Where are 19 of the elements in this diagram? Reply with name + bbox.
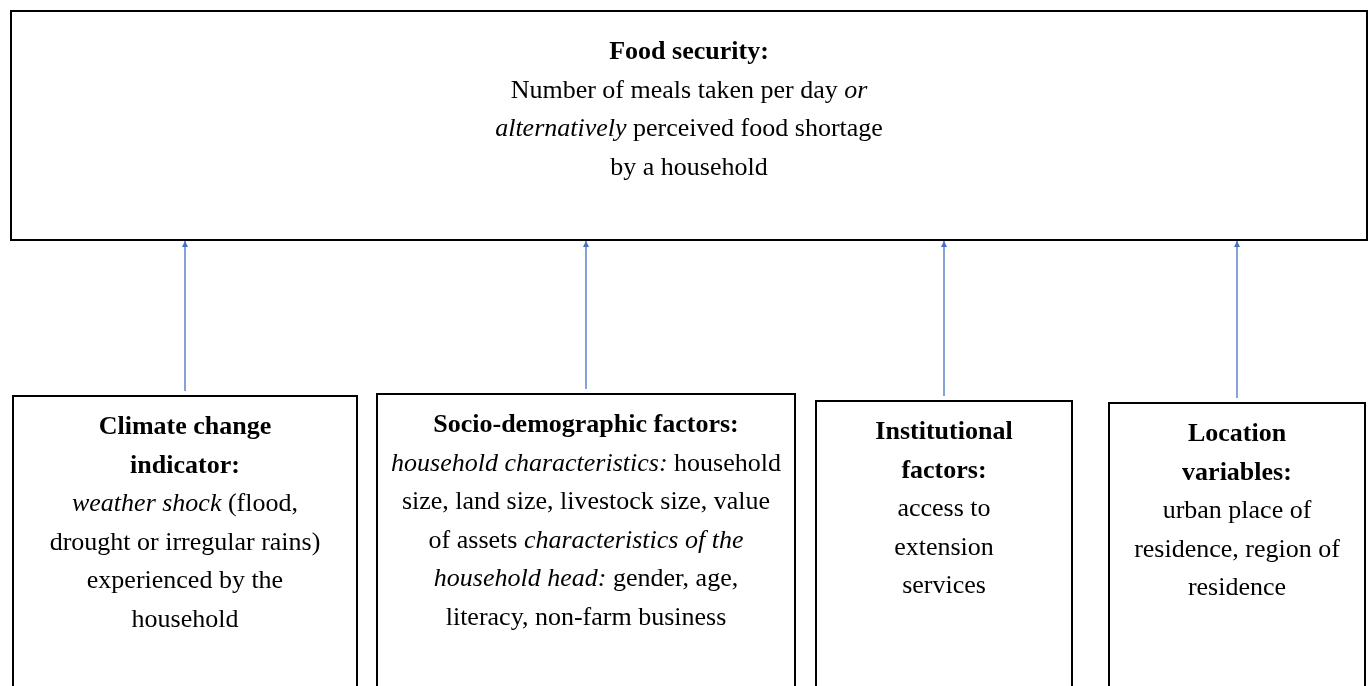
heading: Climate change indicator: xyxy=(97,410,273,481)
text-box xyxy=(815,400,1073,686)
heading: Location variables: xyxy=(1181,417,1293,488)
heading: Institutional factors: xyxy=(874,415,1014,486)
arrow xyxy=(583,240,589,390)
text-box xyxy=(10,10,1368,241)
description: access to extension services xyxy=(893,492,995,601)
text-box xyxy=(12,395,358,686)
heading: Food security: xyxy=(608,35,770,67)
text-box xyxy=(1108,402,1366,686)
arrow xyxy=(941,240,947,397)
arrow xyxy=(1234,240,1240,399)
description: household characteristics: household size, land size, livestock size, value of assets characteristics of the household head: gender, age, literacy, non-farm business xyxy=(391,446,781,633)
description: Number of meals taken per day or alternatively perceived food shortage by a household xyxy=(494,73,884,183)
description: weather shock (flood, drought or irregular rains) experienced by the household xyxy=(48,487,322,635)
heading: Socio-demographic factors: xyxy=(432,408,740,440)
arrow xyxy=(182,240,188,392)
description: urban place of residence, region of residence xyxy=(1133,494,1341,603)
text-box xyxy=(376,393,796,686)
